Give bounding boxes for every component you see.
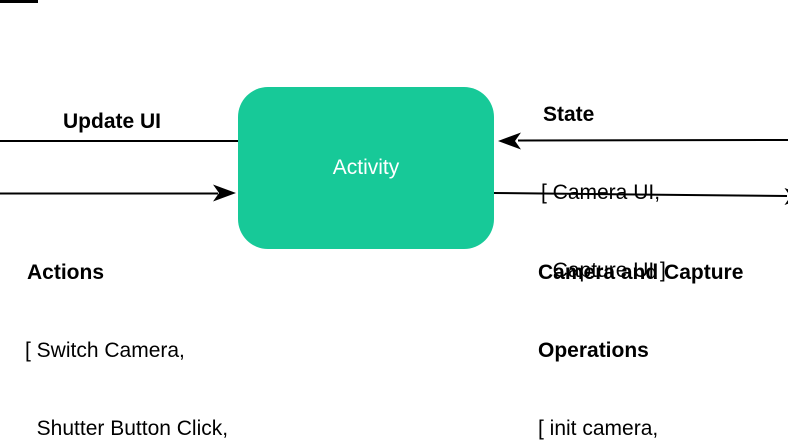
cropped-edge-bar: [0, 0, 38, 3]
actions-title: Actions: [27, 261, 105, 284]
state-label-block: State [ Camera UI, Capture UI ]: [541, 50, 666, 336]
camera-operations-title: Operations: [538, 339, 649, 362]
activity-node: Activity: [238, 87, 494, 249]
actions-arrowhead: [213, 184, 236, 202]
camera-operations-block: Camera and Capture Operations [ init cam…: [538, 208, 743, 444]
actions-label-block: Actions [ Switch Camera, Shutter Button …: [25, 208, 279, 444]
actions-item-line: Shutter Button Click,: [25, 417, 229, 440]
activity-node-label: Activity: [332, 156, 400, 179]
camera-operations-title: Camera and Capture: [538, 261, 744, 284]
actions-item-line: [ Switch Camera,: [25, 339, 185, 362]
camera-operations-line: [493, 192, 788, 197]
state-title: State: [543, 103, 595, 126]
update-ui-label: Update UI: [63, 110, 162, 133]
state-arrowhead: [498, 132, 521, 150]
state-item-line: Capture UI ]: [541, 259, 666, 282]
state-line: [517, 139, 788, 142]
camera-operations-item-line: [ init camera,: [538, 417, 659, 440]
state-item-line: [ Camera UI,: [541, 181, 661, 204]
